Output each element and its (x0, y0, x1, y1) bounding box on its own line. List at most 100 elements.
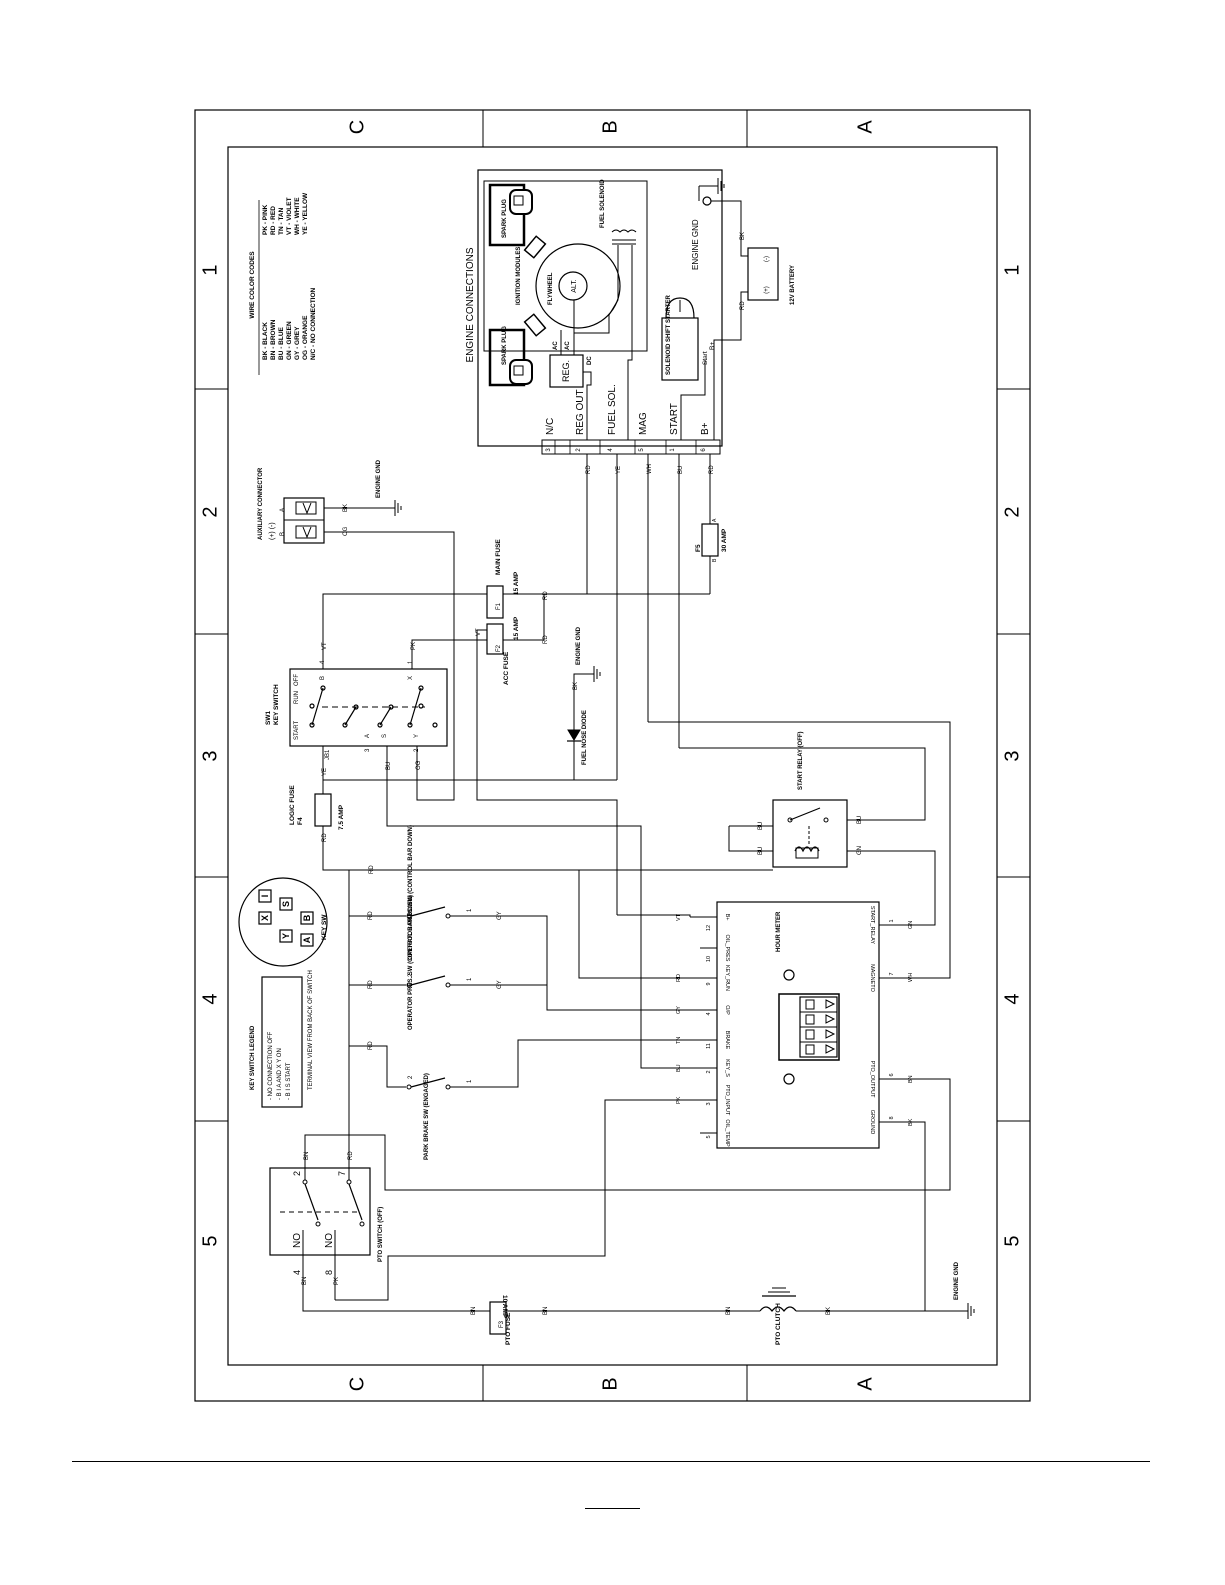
battery-label: 12V BATTERY (790, 265, 796, 305)
alternator (558, 271, 588, 301)
ks-pin-x: X (408, 676, 414, 680)
zone-4-right: 4 (1001, 993, 1023, 1004)
ks-og: OG (416, 760, 422, 770)
f5-rating: 30 AMP (721, 528, 728, 552)
color-code-bu: BU - BLUE (278, 326, 285, 360)
hm-pin-8: 8 (889, 1116, 895, 1119)
ks-pin-y: Y (414, 734, 420, 738)
ks-pin-3: 3 (365, 748, 371, 752)
ignition-module-2 (523, 313, 547, 337)
key-pos-off: OFF (294, 674, 300, 686)
pto-fuse-rating: 10 AMP (501, 1295, 508, 1319)
key-switch: SW1 KEY SWITCH START RUN OFF JB1 3 A (265, 660, 448, 760)
pto-clutch: PTO CLUTCH (759, 1287, 797, 1345)
zone-a-top: A (854, 120, 876, 134)
spark-plug-top: SPARK PLUG (488, 183, 533, 247)
color-code-ye: YE - YELLOW (302, 192, 309, 235)
pto-fuse-label: PTO FUSE (505, 1312, 512, 1345)
hm-pin-10: 10 (706, 956, 712, 962)
diode-bk: BK (573, 682, 579, 690)
hm-wire-vt: VT (676, 913, 682, 921)
auxiliary-connector: AUXILIARY CONNECTOR (+) (-) A B (258, 467, 325, 544)
terminal-pin-4: 4 (608, 448, 614, 452)
hm-pin-12: 12 (706, 925, 712, 931)
pto-bn-bottom: BN (302, 1277, 308, 1285)
terminal-label-mag: MAG (638, 412, 649, 435)
key-face-y: Y (281, 933, 291, 939)
pto-pin-8: 8 (324, 1270, 334, 1275)
logic-fuse-id: F4 (297, 817, 304, 825)
hm-pin-6: 6 (889, 1073, 895, 1076)
flywheel (535, 243, 621, 329)
reg-ac-1: AC (553, 341, 559, 350)
hm-pin-4: 4 (706, 1012, 712, 1015)
inner-border (227, 146, 998, 1366)
pto-clutch-label: PTO CLUTCH (775, 1303, 782, 1345)
key-switch-id: SW1 (265, 711, 272, 725)
hm-pin-5: 5 (706, 1135, 712, 1138)
terminal-pin-3: 3 (546, 448, 552, 452)
hm-name-start-relay: START_RELAY (869, 906, 875, 945)
zone-4-left: 4 (199, 993, 221, 1004)
pto-pin-2: 2 (292, 1171, 302, 1176)
park-brake-switch: 2 1 RD PARK BRAKE SW (ENGAGED) (349, 1039, 709, 1160)
relay-gn-out: GN (857, 846, 863, 855)
op2-pin-1: 1 (467, 977, 473, 981)
op1-gy: GY (497, 911, 503, 920)
hm-wire-bu: BU (676, 1064, 682, 1072)
zone-1-right: 1 (1001, 264, 1023, 275)
op2-rd: RD (368, 980, 374, 989)
aux-pins: (+) (-) (269, 522, 276, 540)
park-rd: RD (368, 1041, 374, 1050)
color-code-vt: VT - VIOLET (286, 197, 293, 235)
ks-pin-1: 1 (408, 660, 414, 664)
legend-title: KEY SWITCH LEGEND (250, 1025, 256, 1090)
ks-ye: YE (322, 768, 328, 776)
hm-wire-gy: GY (676, 1006, 682, 1014)
zone-c-top: C (346, 120, 368, 134)
main-fuse-label: MAIN FUSE (495, 539, 502, 575)
zone-3-left: 3 (199, 750, 221, 761)
diode-label: FUEL NOSE DIODE (582, 710, 588, 765)
color-codes-title: WIRE COLOR CODES (249, 251, 256, 319)
aux-bk: BK (343, 504, 349, 512)
color-code-gy: GY - GREY (294, 326, 301, 360)
key-switch-label: KEY SWITCH (273, 684, 280, 725)
ks-pk: PK (411, 642, 417, 650)
engine-gnd-mid-label: ENGINE GND (576, 626, 582, 665)
park-label: PARK BRAKE SW (ENGAGED) (424, 1073, 430, 1160)
hm-pin-3: 3 (706, 1102, 712, 1105)
legend-line-1: - NO CONNECTION OFF (268, 1031, 274, 1100)
engine-gnd-bottom: ENGINE GND (925, 1261, 975, 1319)
color-code-pk: PK - PINK (262, 204, 269, 235)
pto-pk-bottom: PK (334, 1277, 340, 1285)
op1-label: OPERATOR PRES. SW (CONTROL BAR DOWN) (408, 825, 414, 960)
fuel-solenoid: FUEL SOLENOID (600, 179, 637, 245)
color-code-og: OG - ORANGE (302, 315, 309, 360)
pto-bn-top: BN (304, 1152, 310, 1160)
f5-id: F5 (695, 544, 702, 552)
page-number-line (585, 1508, 640, 1509)
hm-pin-7: 7 (889, 972, 895, 975)
battery-rd-label: RD (740, 301, 746, 310)
color-code-nc: N/C - NO CONNECTION (310, 287, 317, 360)
hm-name-key-s: KEY_S (724, 1059, 730, 1077)
start-relay: START RELAY (OFF) (772, 731, 848, 868)
key-face-label: KEY SW (321, 914, 328, 940)
hour-meter-left-pins (690, 916, 717, 1134)
pto-clutch-bk: BK (826, 1307, 832, 1315)
aux-pin-a: A (280, 508, 286, 512)
key-pos-run: RUN (294, 691, 300, 704)
zone-5-left: 5 (199, 1235, 221, 1246)
operator-switch-2: 2 1 RD GY OPERATOR PRES. SW (CONTROL BAR… (349, 895, 547, 1030)
zone-2-right: 2 (1001, 506, 1023, 517)
key-pos-start: START (294, 721, 300, 740)
key-face-s: S (281, 901, 291, 907)
main-fuse-rating: 15 AMP (513, 571, 520, 595)
hm-wire-wh: WH (908, 973, 914, 982)
ks-pin-jb1: JB1 (325, 749, 331, 760)
legend-note: TERMINAL VIEW FROM BACK OF SWITCH (308, 970, 314, 1090)
alt-label: ALT. (571, 279, 578, 293)
reg-dc: DC (587, 356, 593, 365)
pto-fuse: F3 10 AMP PTO FUSE (489, 1295, 512, 1345)
